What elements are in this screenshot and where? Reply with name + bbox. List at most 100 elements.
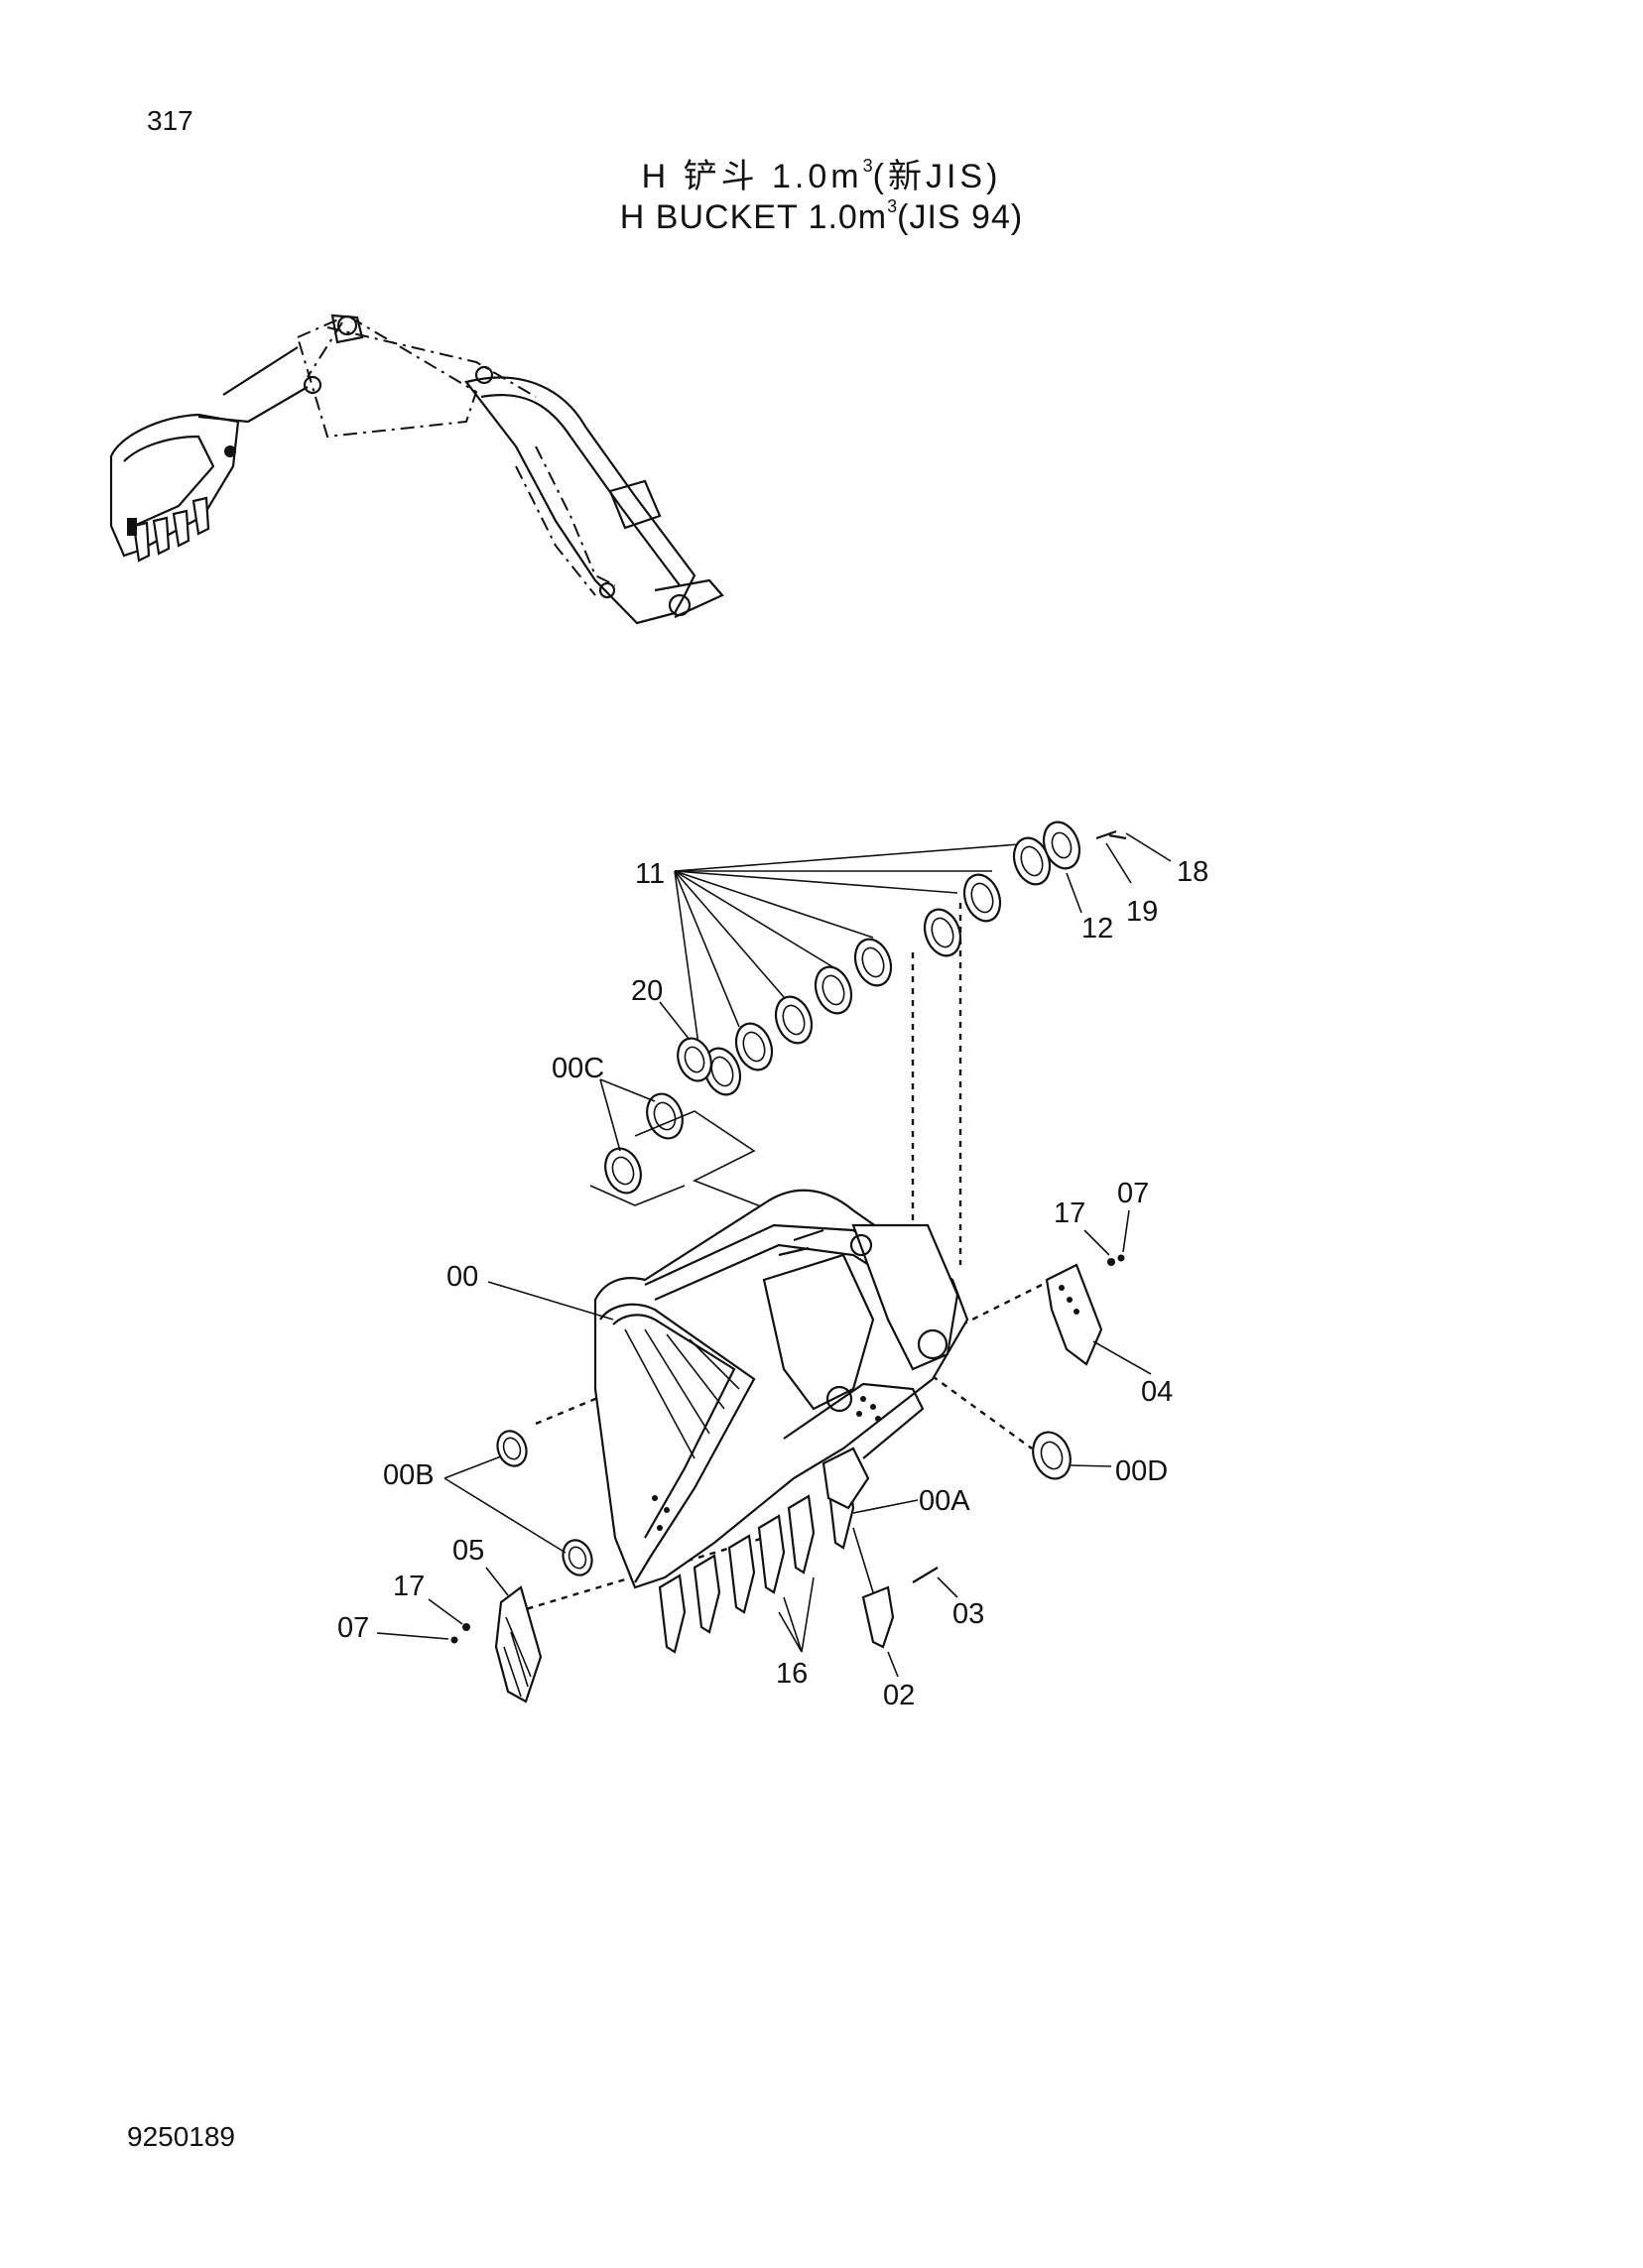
bucket-exploded-view [376,820,1172,1703]
teeth-16 [658,1469,855,1654]
callout-11: 11 [635,858,665,890]
pin-03 [912,1567,939,1583]
callout-05: 05 [452,1535,484,1567]
callout-17-right: 17 [1054,1197,1085,1229]
bolt-18 [1108,833,1127,840]
callout-20: 20 [631,975,663,1007]
arm-tip-pin [303,375,322,395]
callout-00B: 00B [383,1459,435,1491]
title-english: H BUCKET 1.0m3(JIS 94) [0,196,1643,237]
nut-07-left [450,1636,458,1644]
leader-04 [1092,1340,1152,1375]
document-number: 9250189 [127,2121,236,2152]
bolt-holes [652,1396,881,1531]
seal-20 [677,1037,712,1082]
title-chinese-main: H 铲斗 1.0m [641,158,863,195]
callout-04: 04 [1141,1376,1173,1408]
callout-12: 12 [1081,913,1113,945]
bucket-lug-rear [851,1223,959,1371]
keymap-dark-pin [224,445,236,457]
arm-pin [474,365,494,385]
leader-16 [778,1576,815,1653]
boom-cylinder-dashed-2 [515,465,596,596]
front-attachment-keymap [109,314,724,625]
leader-00B-a [443,1455,502,1479]
bucket-side-plate [599,1303,756,1583]
leader-00B-b [443,1477,567,1554]
leader-00 [487,1281,614,1321]
bushings-11 [702,836,1052,1096]
arm-outline-dashed [296,314,478,439]
bucket-lower-edge [783,1382,925,1459]
bucket-side-inner [612,1314,736,1539]
keymap-bucket-cyl [222,346,299,396]
title-chinese-suffix: (新JIS) [872,158,1002,195]
callout-00C: 00C [552,1053,604,1084]
bushings-00C [604,1092,684,1195]
callout-16: 16 [776,1658,808,1690]
leader-02 [887,1651,899,1678]
arm-upper-dashed [326,326,537,398]
arm-end-bracket [330,314,364,344]
pin-19 [1095,829,1117,840]
title-english-superscript: 3 [887,196,898,216]
bucket-ribs [624,1328,740,1459]
callout-07-left: 07 [337,1612,369,1644]
side-cutter-04 [1045,1263,1103,1366]
leader-17-left [428,1598,463,1625]
cutter-04-holes [1059,1285,1079,1315]
leader-07-left [376,1632,449,1640]
adapter-00A [822,1447,870,1510]
bucket-lug-front [762,1253,875,1411]
center-line-3 [951,1283,1043,1331]
boom-outline [464,376,696,625]
boom-cylinder-dashed [535,445,616,586]
keymap-tooth-dark [127,518,137,536]
callout-07-right: 07 [1117,1178,1149,1209]
nut-07-right [1117,1254,1125,1262]
keymap-teeth [132,496,210,563]
lug-pin-hole-a [825,1385,853,1413]
bucket-shell [593,1189,969,1589]
title-chinese-superscript: 3 [862,156,873,176]
leader-03 [937,1576,958,1598]
title-english-suffix: (JIS 94) [897,198,1024,236]
boom-foot-pin [668,593,692,617]
bolt-17-left [462,1623,470,1631]
leader-07-right [1122,1209,1130,1253]
center-line-05 [515,1536,765,1614]
boom-plate [608,479,662,530]
washer-12 [1042,820,1081,870]
callout-17-left: 17 [393,1571,425,1602]
tooth-02 [861,1585,895,1649]
leader-05 [485,1567,509,1596]
leader-19 [1105,842,1132,884]
callout-00: 00 [446,1261,478,1293]
callout-00D: 00D [1115,1455,1168,1487]
leader-00C-a [599,1078,656,1102]
leader-20 [659,1001,691,1041]
leader-00C-b [599,1078,621,1152]
leader-17-right [1083,1229,1110,1256]
leader-00A [852,1499,919,1514]
keymap-bucket-inner [123,435,215,528]
callout-labels: 11 18 12 19 20 00C 00 17 07 04 00D 00B 0… [337,856,1208,1711]
cutter-05-lines [503,1616,532,1698]
bolt-17-right [1107,1258,1115,1266]
lug-pin-hole-b [917,1328,948,1360]
callout-03: 03 [952,1598,984,1630]
callout-00A: 00A [919,1485,970,1517]
center-line-00D [922,1368,1033,1449]
leader-12 [1066,872,1082,914]
hidden-line-00C [634,1110,785,1216]
boom-inner-line [480,394,681,586]
cylinder-pin [598,581,616,599]
page-number: 317 [147,105,193,136]
hidden-line-00C-2 [589,1185,686,1206]
callout-02: 02 [883,1680,915,1711]
leader-18 [1125,832,1172,862]
link-00A-02 [852,1527,874,1593]
boom-foot [654,578,724,618]
lug-pin-hole-c [849,1233,873,1257]
bucket-body-00 [593,1189,969,1589]
